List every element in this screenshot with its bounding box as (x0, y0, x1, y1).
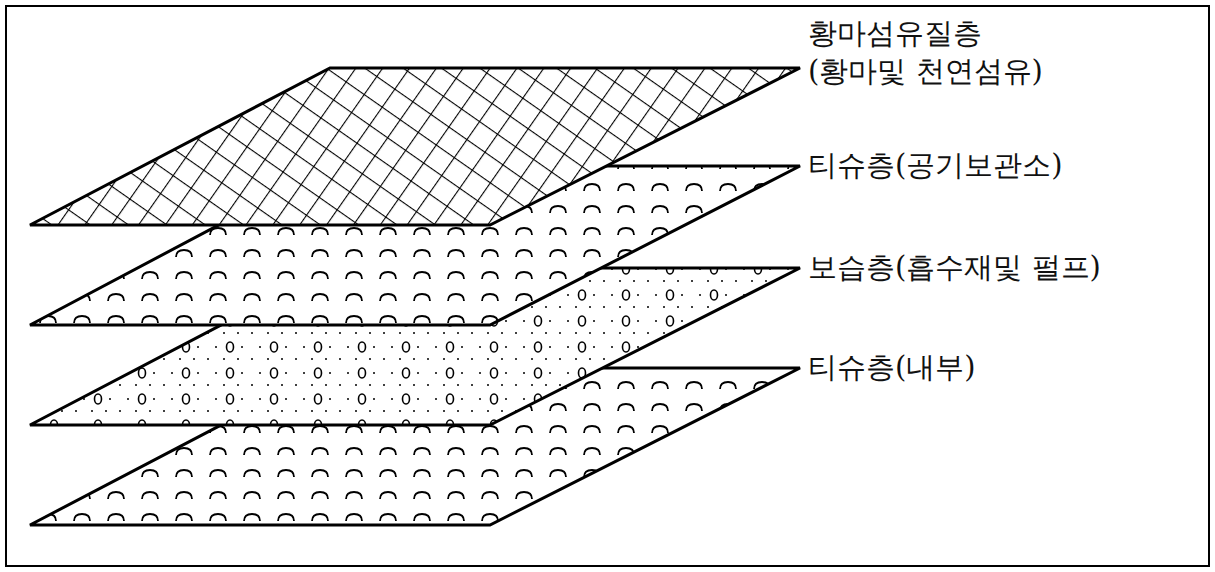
layer-name: 티슈층(공기보관소) (808, 149, 1063, 182)
layer-note: (황마및 천연섬유) (808, 55, 1043, 88)
jute-fiber-layer (30, 68, 800, 225)
layer-name: 황마섬유질층 (808, 17, 982, 50)
layer-name: 티슈층(내부) (808, 351, 976, 384)
layer-name: 보습층(흡수재및 펄프) (808, 251, 1101, 284)
frame (6, 6, 1209, 566)
